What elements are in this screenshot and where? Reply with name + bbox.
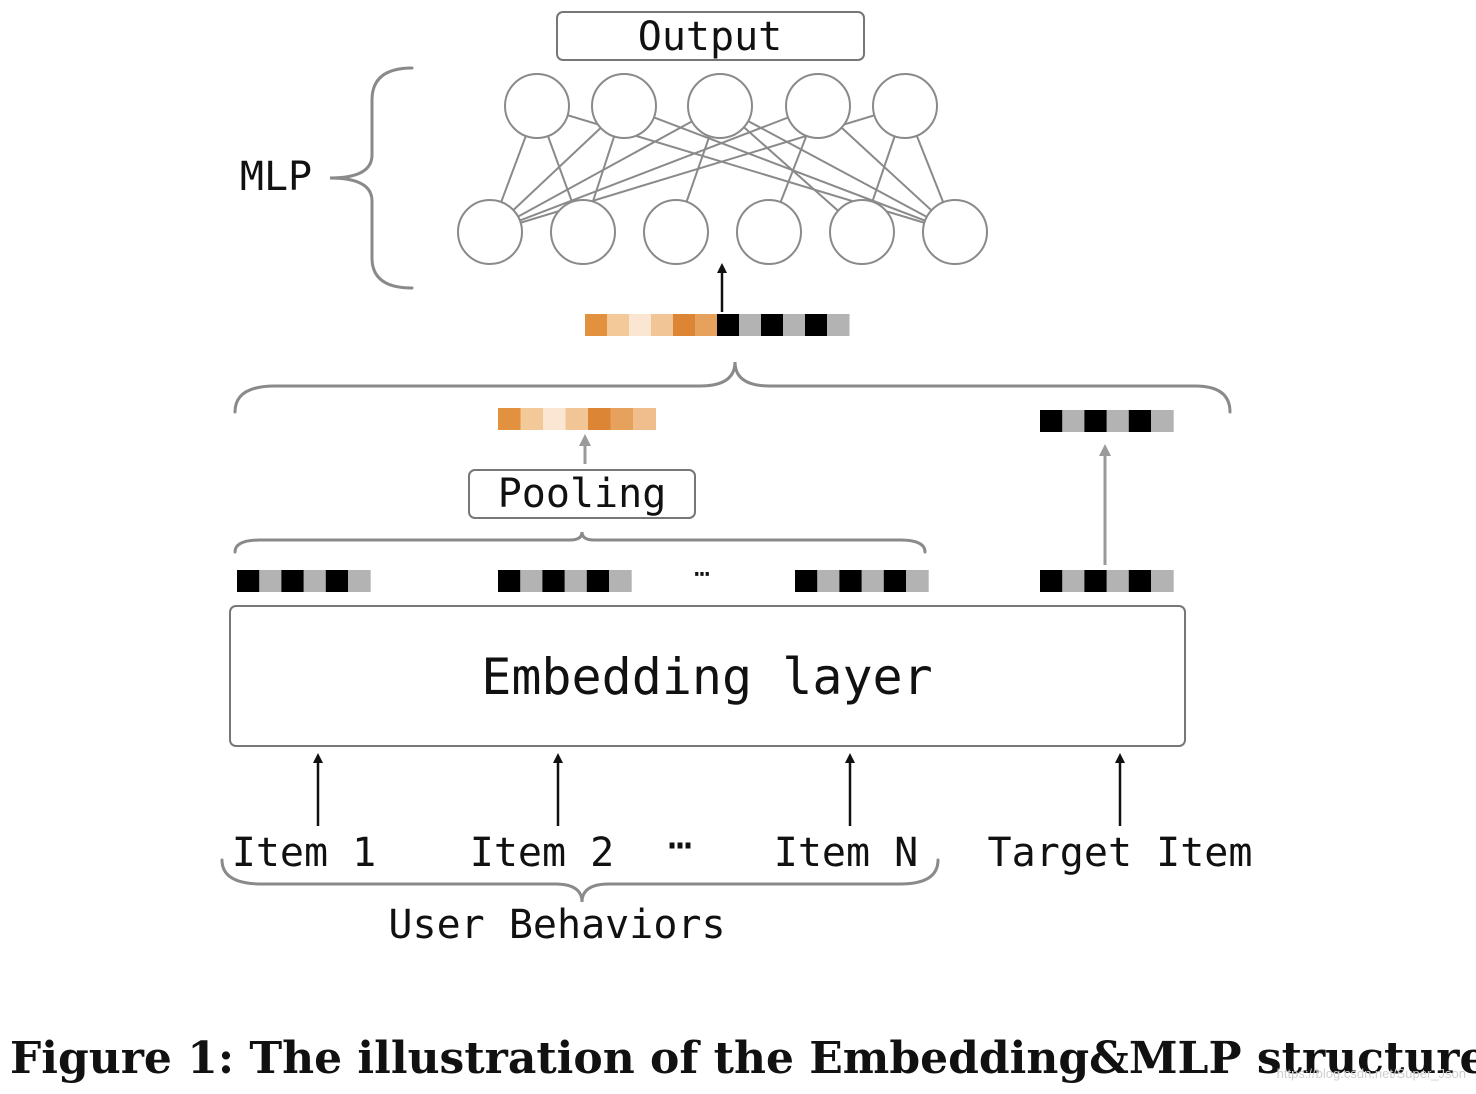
figure-caption: Figure 1: The illustration of the Embedd… bbox=[10, 1033, 1476, 1084]
embedding-cell bbox=[565, 408, 589, 430]
mlp-brace bbox=[329, 66, 414, 290]
embedding-cell bbox=[739, 314, 762, 336]
mlp-node bbox=[829, 199, 895, 265]
embedding-cell bbox=[673, 314, 696, 336]
concat-brace bbox=[233, 361, 1232, 414]
pooled-vector bbox=[498, 408, 656, 430]
item-ellipsis: ⋯ bbox=[668, 822, 692, 868]
embedding-cell bbox=[348, 570, 371, 592]
embedding-cell bbox=[1106, 410, 1130, 432]
embedding-cell bbox=[695, 314, 718, 336]
mlp-node bbox=[457, 199, 523, 265]
embedding-cell bbox=[651, 314, 674, 336]
embedding-cell bbox=[1151, 410, 1174, 432]
pooling-brace bbox=[233, 531, 927, 554]
embedding-cell bbox=[1106, 570, 1130, 592]
embedding-cell bbox=[520, 570, 543, 592]
embedding-layer-box: Embedding layer bbox=[229, 605, 1186, 747]
embedding-cell bbox=[542, 570, 566, 592]
user-behaviors-label: User Behaviors bbox=[388, 902, 725, 948]
item-n-label: Item N bbox=[774, 830, 919, 876]
embedding-cell bbox=[839, 570, 863, 592]
watermark: https://blog.csdn.net/Super_Json bbox=[1277, 1066, 1466, 1081]
concat-vector bbox=[585, 314, 850, 336]
embedding-cell bbox=[1040, 410, 1063, 432]
embedding-cell bbox=[281, 570, 305, 592]
mlp-node bbox=[872, 73, 938, 139]
embedding-cell bbox=[1084, 570, 1108, 592]
embedding-cell bbox=[585, 314, 608, 336]
embedding-cell bbox=[783, 314, 806, 336]
embedding-cell bbox=[717, 314, 740, 336]
embedding-cell bbox=[883, 570, 907, 592]
vector-ellipsis: ⋯ bbox=[694, 559, 710, 589]
item-1-label: Item 1 bbox=[232, 830, 377, 876]
embedding-cell bbox=[1062, 410, 1085, 432]
embedding-cell bbox=[237, 570, 260, 592]
item1-vector bbox=[237, 570, 371, 592]
mlp-node bbox=[922, 199, 988, 265]
mlp-edge bbox=[719, 105, 956, 233]
embedding-cell bbox=[629, 314, 652, 336]
embedding-cell bbox=[607, 314, 630, 336]
mlp-node bbox=[643, 199, 709, 265]
mlp-label: MLP bbox=[240, 154, 312, 200]
embedding-cell bbox=[498, 570, 521, 592]
item-2-label: Item 2 bbox=[470, 830, 615, 876]
embedding-cell bbox=[861, 570, 885, 592]
embedding-cell bbox=[906, 570, 929, 592]
item2-vector bbox=[498, 570, 632, 592]
target-vector-top bbox=[1040, 410, 1174, 432]
embedding-vectors bbox=[237, 314, 1174, 592]
embedding-cell bbox=[761, 314, 784, 336]
embedding-cell bbox=[610, 408, 634, 430]
target-item-label: Target Item bbox=[988, 830, 1253, 876]
embedding-cell bbox=[586, 570, 610, 592]
embedding-cell bbox=[1128, 570, 1152, 592]
mlp-node bbox=[591, 73, 657, 139]
mlp-node bbox=[785, 73, 851, 139]
target-vector bbox=[1040, 570, 1174, 592]
mlp-edge bbox=[489, 105, 721, 233]
embedding-cell bbox=[1128, 410, 1152, 432]
embedding-cell bbox=[303, 570, 327, 592]
embedding-cell bbox=[805, 314, 828, 336]
embedding-cell bbox=[1151, 570, 1174, 592]
user-behaviors-brace bbox=[220, 858, 940, 903]
mlp-node bbox=[504, 73, 570, 139]
embedding-cell bbox=[588, 408, 611, 430]
embedding-cell bbox=[259, 570, 282, 592]
embedding-cell bbox=[564, 570, 588, 592]
mlp-nodes bbox=[457, 73, 988, 265]
embedding-cell bbox=[827, 314, 850, 336]
mlp-edge bbox=[489, 105, 819, 233]
embedding-cell bbox=[520, 408, 544, 430]
embedding-cell bbox=[325, 570, 349, 592]
pooling-label: Pooling bbox=[498, 471, 667, 517]
mlp-node bbox=[687, 73, 753, 139]
embedding-cell bbox=[1084, 410, 1108, 432]
mlp-node bbox=[550, 199, 616, 265]
embedding-cell bbox=[817, 570, 840, 592]
embedding-cell bbox=[1062, 570, 1085, 592]
embedding-layer-label: Embedding layer bbox=[481, 648, 933, 706]
embedding-cell bbox=[609, 570, 632, 592]
output-label: Output bbox=[638, 14, 783, 60]
embedding-cell bbox=[795, 570, 818, 592]
itemn-vector bbox=[795, 570, 929, 592]
embedding-cell bbox=[633, 408, 656, 430]
embedding-cell bbox=[543, 408, 566, 430]
embedding-cell bbox=[498, 408, 521, 430]
output-box: Output bbox=[556, 11, 865, 61]
pooling-box: Pooling bbox=[468, 469, 696, 519]
embedding-cell bbox=[1040, 570, 1063, 592]
mlp-node bbox=[736, 199, 802, 265]
